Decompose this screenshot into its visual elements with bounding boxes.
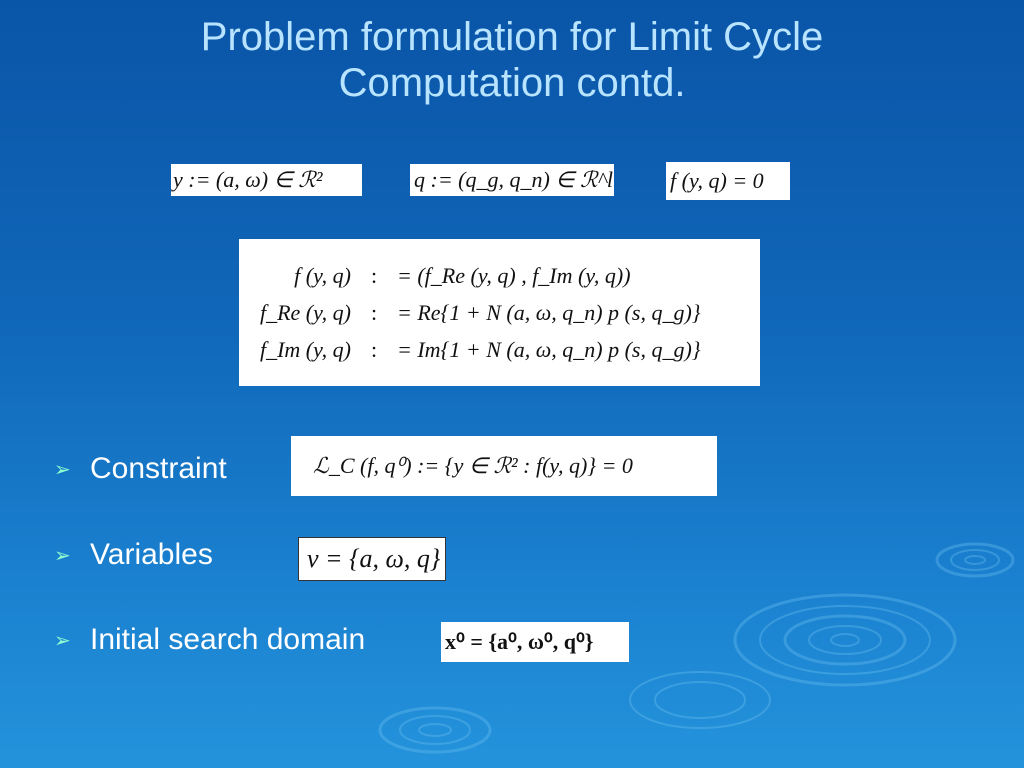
arrow-bullet-icon: ➢ — [54, 458, 71, 481]
formula-text: f (y, q) = 0 — [670, 168, 764, 193]
equation-row: f (y, q) : = (f_Re (y, q) , f_Im (y, q)) — [239, 257, 760, 294]
formula-text: ℒ_C (f, q⁰) := {y ∈ ℛ² : f(y, q)} = 0 — [313, 453, 633, 478]
bullet-variables: ➢ Variables — [54, 538, 213, 572]
initial-domain-formula: x⁰ = {a⁰, ω⁰, q⁰} — [441, 622, 629, 662]
title-line-2: Computation contd. — [338, 61, 686, 105]
equation-colon: : — [370, 299, 378, 325]
variables-formula: v = {a, ω, q} — [298, 537, 446, 581]
bullet-constraint: ➢ Constraint — [54, 452, 227, 486]
equation-rhs: = Re{1 + N (a, ω, q_n) p (s, q_g)} — [397, 299, 701, 325]
equation-row: f_Re (y, q) : = Re{1 + N (a, ω, q_n) p (… — [239, 294, 760, 331]
equation-lhs: f (y, q) — [294, 262, 351, 288]
formula-text: q := (q_g, q_n) ∈ ℛ^l — [414, 167, 613, 192]
arrow-bullet-icon: ➢ — [54, 544, 71, 567]
equation-rhs: = Im{1 + N (a, ω, q_n) p (s, q_g)} — [397, 336, 701, 362]
f-equals-zero-formula: f (y, q) = 0 — [666, 162, 790, 200]
arrow-bullet-icon: ➢ — [54, 629, 71, 652]
formula-text: y := (a, ω) ∈ ℛ² — [173, 167, 323, 192]
equation-colon: : — [370, 262, 378, 288]
bullet-label: Variables — [90, 538, 213, 571]
formula-text: v = {a, ω, q} — [307, 544, 441, 573]
equation-system-formula: f (y, q) : = (f_Re (y, q) , f_Im (y, q))… — [239, 239, 760, 386]
equation-lhs: f_Im (y, q) — [259, 336, 351, 362]
equation-row: f_Im (y, q) : = Im{1 + N (a, ω, q_n) p (… — [239, 331, 760, 368]
bullet-label: Constraint — [90, 452, 227, 485]
y-definition-formula: y := (a, ω) ∈ ℛ² — [171, 164, 362, 196]
slide-title: Problem formulation for Limit Cycle Comp… — [62, 14, 962, 106]
constraint-formula: ℒ_C (f, q⁰) := {y ∈ ℛ² : f(y, q)} = 0 — [291, 436, 717, 496]
equation-colon: : — [370, 336, 378, 362]
bullet-initial-search-domain: ➢ Initial search domain — [54, 623, 365, 657]
equation-rhs: = (f_Re (y, q) , f_Im (y, q)) — [397, 262, 631, 288]
title-line-1: Problem formulation for Limit Cycle — [200, 15, 824, 59]
formula-text: x⁰ = {a⁰, ω⁰, q⁰} — [445, 629, 594, 654]
bullet-label: Initial search domain — [90, 623, 366, 656]
q-definition-formula: q := (q_g, q_n) ∈ ℛ^l — [410, 164, 614, 196]
equation-lhs: f_Re (y, q) — [259, 299, 351, 325]
